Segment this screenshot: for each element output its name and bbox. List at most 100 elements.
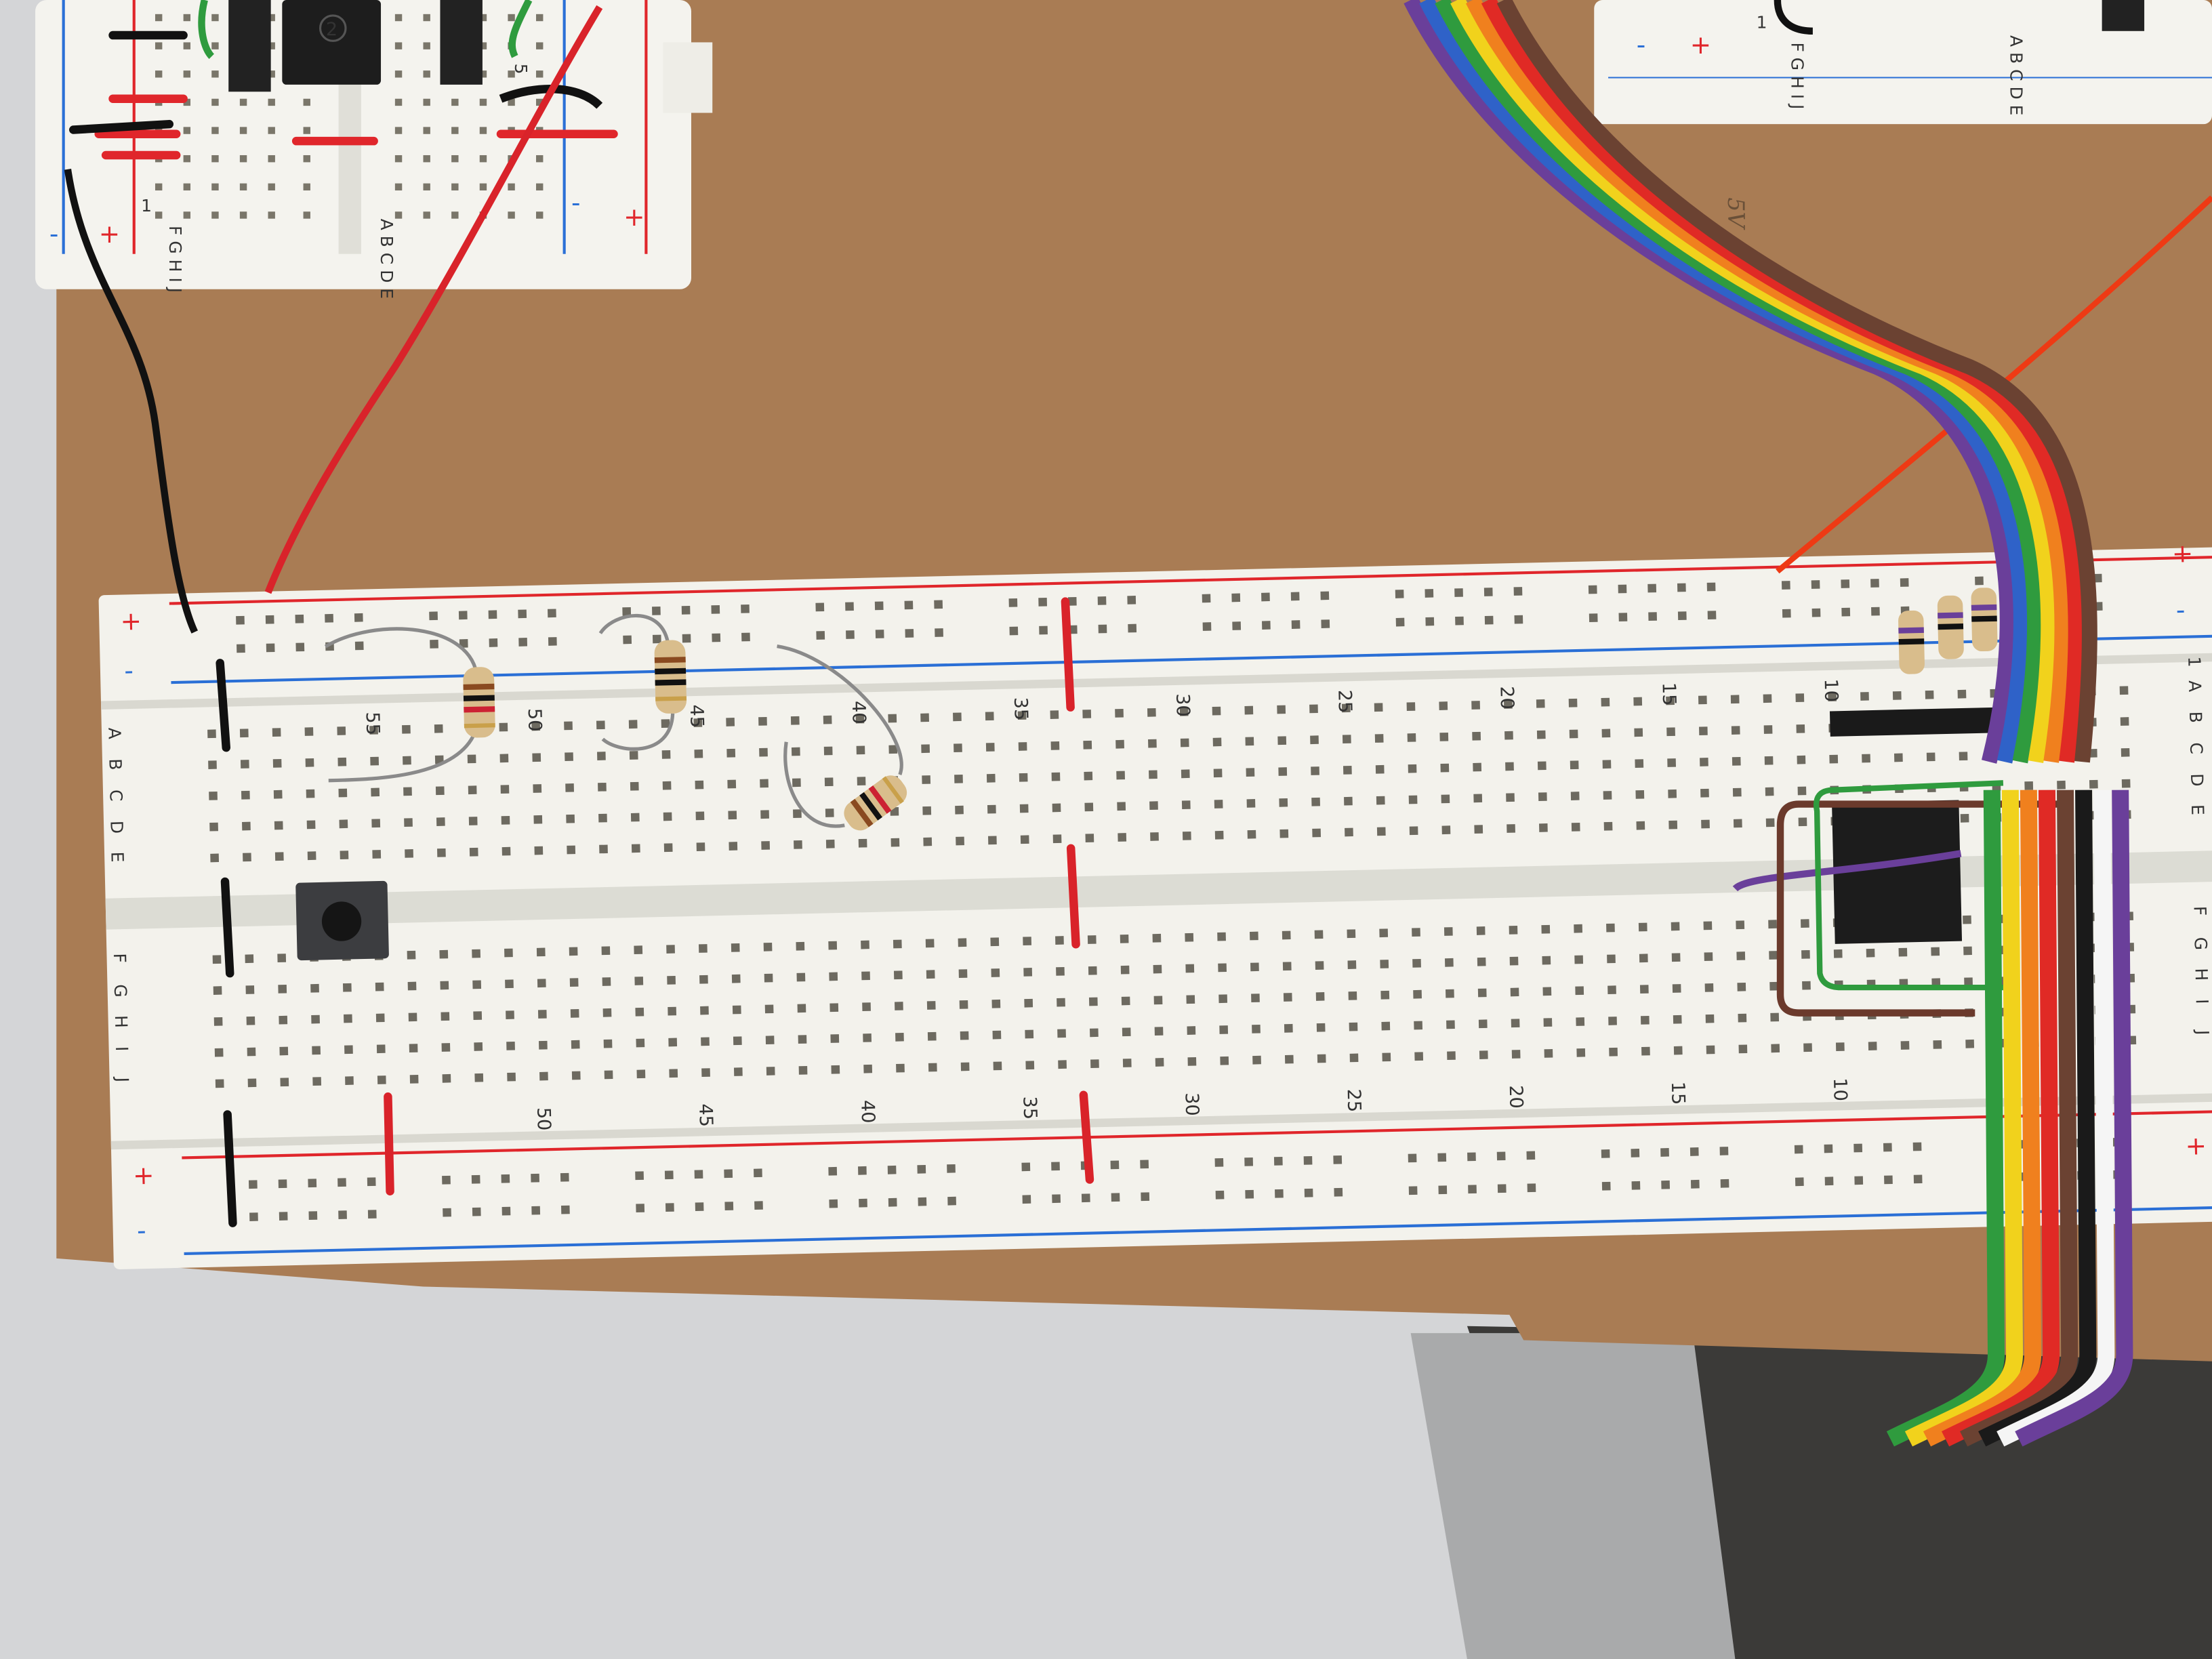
rail-hole bbox=[1871, 607, 1880, 616]
hole bbox=[1057, 1029, 1066, 1038]
hole bbox=[1284, 1023, 1293, 1033]
hole bbox=[508, 14, 515, 22]
hole bbox=[1635, 759, 1644, 768]
hole bbox=[731, 943, 740, 952]
hole bbox=[1860, 692, 1869, 701]
hole bbox=[661, 750, 671, 759]
hole bbox=[1279, 798, 1288, 807]
hole bbox=[1218, 994, 1228, 1004]
hole bbox=[533, 815, 543, 824]
hole bbox=[278, 985, 287, 994]
rail-hole bbox=[754, 1201, 763, 1210]
rail-hole bbox=[488, 610, 497, 619]
hole bbox=[1608, 1017, 1617, 1025]
hole bbox=[1957, 689, 1967, 699]
hole bbox=[1023, 937, 1032, 946]
hole bbox=[1246, 768, 1255, 777]
hole bbox=[855, 714, 865, 724]
hole bbox=[1087, 935, 1097, 944]
hole bbox=[895, 1032, 904, 1042]
hole bbox=[1117, 802, 1126, 811]
hole bbox=[1606, 923, 1615, 933]
rail-hole bbox=[367, 1210, 377, 1218]
hole bbox=[508, 98, 515, 106]
rail-hole bbox=[859, 1198, 867, 1208]
rail-hole bbox=[1884, 1175, 1893, 1185]
hole bbox=[1574, 924, 1583, 933]
hole bbox=[634, 945, 643, 955]
rail-hole bbox=[266, 643, 275, 653]
top-left-breadboard: 2 F G H I J A B C D E 1 5 + - + - bbox=[35, 0, 713, 299]
rail-hole bbox=[846, 630, 855, 639]
hole bbox=[861, 971, 870, 981]
hole bbox=[479, 70, 487, 78]
hole bbox=[1057, 998, 1065, 1007]
rail-hole bbox=[1497, 1184, 1507, 1193]
row-letter: A bbox=[104, 727, 124, 739]
hole bbox=[1379, 928, 1389, 938]
hole bbox=[668, 1006, 677, 1016]
hole bbox=[472, 980, 482, 989]
hole bbox=[1214, 800, 1223, 808]
rail-hole bbox=[472, 1207, 481, 1216]
hole bbox=[1252, 1055, 1261, 1065]
hole bbox=[1769, 981, 1779, 991]
hole bbox=[403, 787, 412, 796]
hole bbox=[1964, 977, 1973, 987]
hole bbox=[668, 1038, 678, 1047]
hole bbox=[451, 127, 459, 134]
hole bbox=[1736, 951, 1746, 960]
hole bbox=[1115, 739, 1124, 749]
hole bbox=[1446, 1020, 1455, 1029]
hole bbox=[1443, 927, 1453, 936]
rail-hole bbox=[622, 607, 632, 616]
rail-hole bbox=[248, 1180, 258, 1189]
hole bbox=[1179, 707, 1189, 716]
ribbon-cable-top bbox=[1404, 0, 2097, 764]
hole bbox=[1765, 787, 1774, 796]
rail-hole bbox=[741, 604, 750, 613]
hole bbox=[569, 978, 579, 987]
hole bbox=[208, 760, 217, 769]
hole bbox=[1381, 1021, 1391, 1031]
hole bbox=[1348, 991, 1357, 1000]
hole bbox=[597, 752, 606, 760]
rail-hole bbox=[935, 628, 943, 637]
hole bbox=[1282, 930, 1291, 940]
rail-hole bbox=[1690, 1179, 1700, 1189]
rail-hole bbox=[548, 637, 557, 646]
hole bbox=[1439, 732, 1449, 741]
push-button[interactable] bbox=[295, 880, 389, 961]
hole bbox=[439, 949, 449, 959]
hole bbox=[1959, 752, 1968, 761]
hole bbox=[763, 942, 773, 951]
hole bbox=[1768, 920, 1777, 929]
rail-hole bbox=[429, 611, 438, 621]
hole bbox=[1050, 741, 1060, 750]
hole bbox=[1574, 955, 1584, 964]
rail-hole bbox=[1648, 612, 1657, 621]
hole bbox=[1763, 694, 1772, 703]
rail-hole bbox=[1202, 594, 1211, 603]
rail-hole bbox=[430, 640, 438, 649]
hole bbox=[1019, 804, 1029, 813]
rail-hole bbox=[712, 633, 721, 642]
rail-hole bbox=[1467, 1152, 1476, 1162]
hole bbox=[1509, 925, 1518, 935]
rail-hole bbox=[1333, 1155, 1343, 1164]
rail-hole bbox=[1111, 1193, 1120, 1202]
hole bbox=[423, 98, 430, 106]
hole bbox=[1537, 761, 1547, 771]
hole bbox=[345, 1076, 354, 1085]
rail-hole bbox=[1038, 598, 1048, 607]
hole bbox=[856, 745, 865, 755]
hole bbox=[792, 778, 801, 787]
hole bbox=[1575, 986, 1584, 996]
hole bbox=[305, 758, 314, 767]
rail-hole bbox=[1303, 1155, 1313, 1165]
rail-hole bbox=[918, 1197, 927, 1206]
hole bbox=[987, 804, 996, 814]
hole bbox=[215, 1079, 224, 1088]
